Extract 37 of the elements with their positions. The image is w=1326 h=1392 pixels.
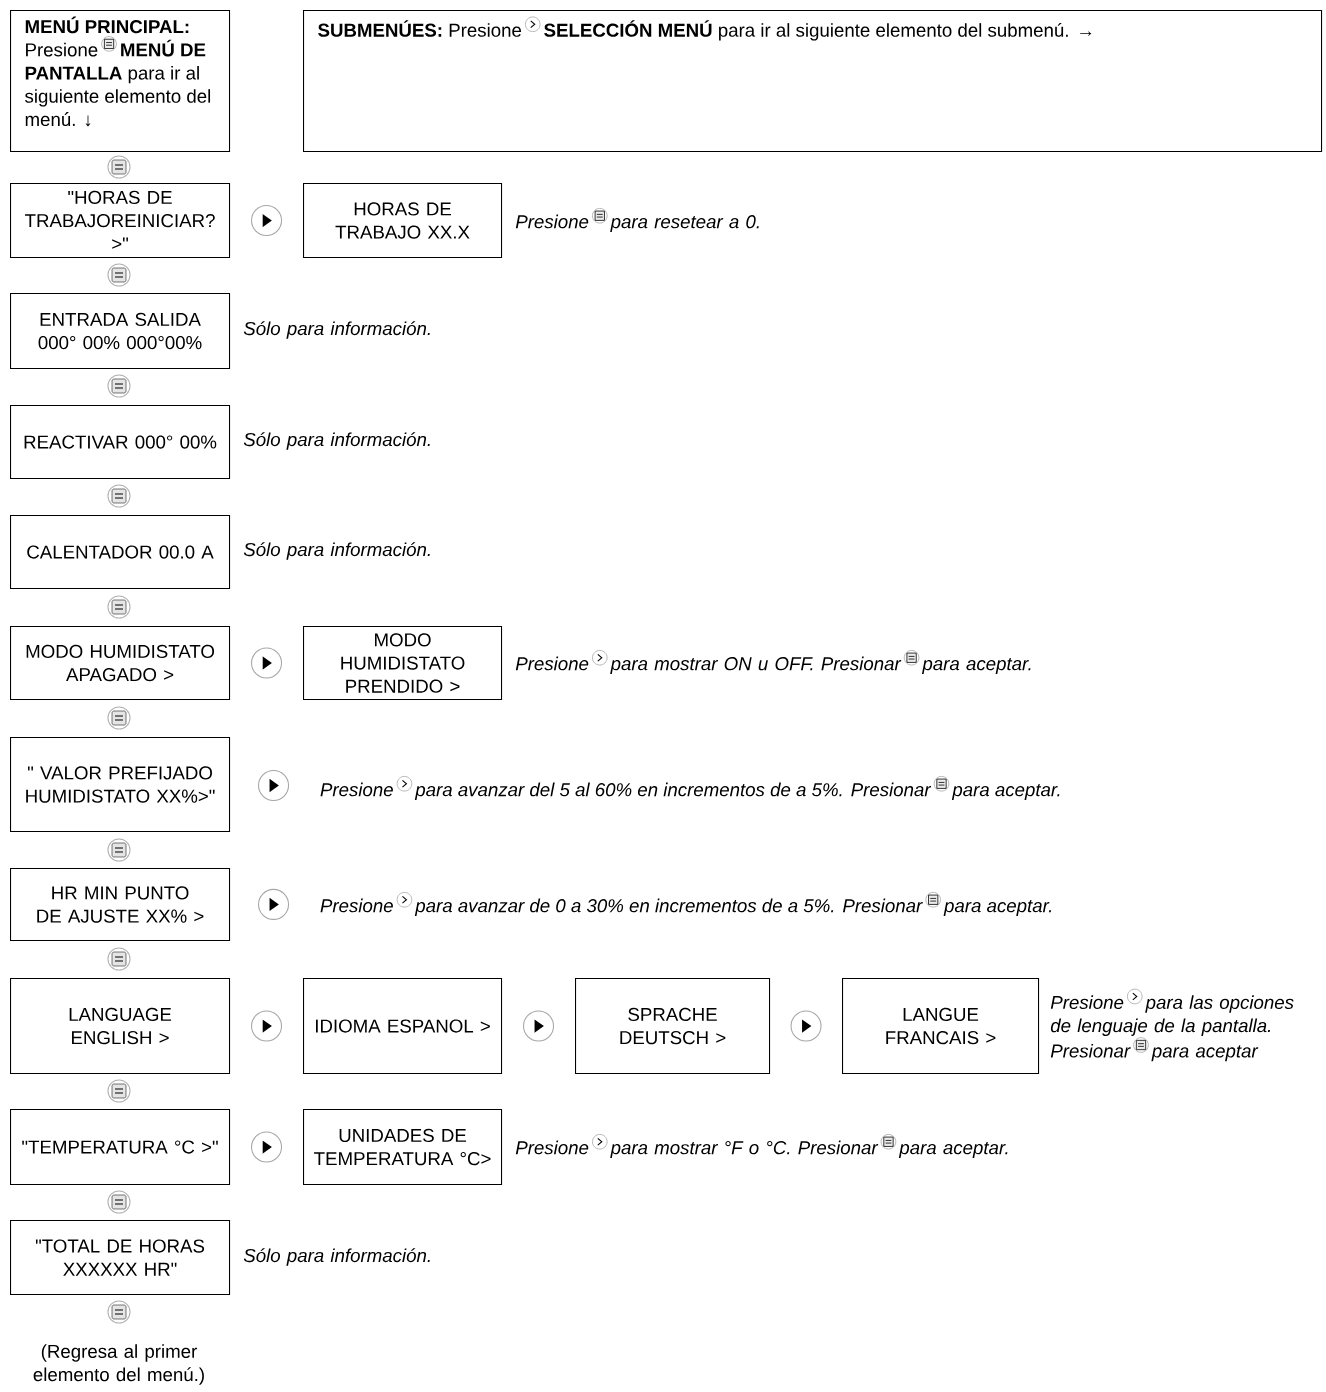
select-chevron [251, 1010, 283, 1042]
return-note: (Regresa al primer elemento del menú.) [33, 1344, 204, 1385]
instruction-text: Presione para avanzar del 5 al 60% en incrementos de a 5%. Presionar para aceptar. [320, 776, 1060, 800]
display-box: REACTIVAR 000° 00% [10, 405, 231, 480]
display-box: LANGUAGE ENGLISH > [10, 978, 231, 1075]
instruction-text: Presione para mostrar °F o °C. Presionar para aceptar. [515, 1134, 1008, 1158]
instruction-text: Presione para avanzar de 0 a 30% en incrementos de a 5%. Presionar para aceptar. [320, 892, 1052, 916]
display-box: IDIOMA ESPANOL > [303, 978, 503, 1075]
select-chevron [790, 1010, 822, 1042]
display-box: " VALOR PREFIJADO HUMIDISTATO XX%>" [10, 737, 231, 833]
menu-heading-box: SUBMENÚES: Presione SELECCIÓN MENÚ para ir al siguiente elemento del submenú. → [303, 10, 1323, 153]
menu-heading-box: MENÚ PRINCIPAL: Presione MENÚ DE PANTALLA para ir al siguiente elemento del menú. ↓ [10, 10, 231, 153]
display-box: MODO HUMIDISTATO PRENDIDO > [303, 626, 503, 701]
instruction-text: Sólo para información. [243, 542, 430, 560]
instruction-text: Presione para las opciones de lenguaje de la pantalla. Presionar para aceptar [1050, 988, 1294, 1062]
display-box: "TOTAL DE HORAS XXXXXX HR" [10, 1220, 231, 1296]
instruction-text: Presione para resetear a 0. [515, 208, 759, 232]
display-box: LANGUE FRANCAIS > [842, 978, 1040, 1075]
select-chevron [251, 647, 283, 679]
instruction-text: Sólo para información. [243, 1248, 430, 1266]
display-box: HORAS DE TRABAJO XX.X [303, 183, 503, 259]
display-box: UNIDADES DE TEMPERATURA °C> [303, 1109, 503, 1186]
display-box: "TEMPERATURA °C >" [10, 1109, 231, 1186]
select-chevron [258, 888, 290, 920]
select-chevron [251, 1131, 283, 1163]
select-chevron [258, 769, 290, 801]
display-box: MODO HUMIDISTATO APAGADO > [10, 626, 231, 701]
instruction-text: Presione para mostrar ON u OFF. Presionar para aceptar. [515, 650, 1031, 674]
instruction-text: Sólo para información. [243, 432, 430, 450]
display-box: CALENTADOR 00.0 A [10, 515, 231, 590]
display-box: SPRACHE DEUTSCH > [575, 978, 771, 1075]
display-box: ENTRADA SALIDA 000° 00% 000°00% [10, 293, 231, 370]
select-chevron [251, 205, 283, 237]
display-box: HR MIN PUNTO DE AJUSTE XX% > [10, 868, 231, 942]
select-chevron [523, 1010, 555, 1042]
display-box: "HORAS DE TRABAJOREINICIAR? >" [10, 183, 231, 259]
instruction-text: Sólo para información. [243, 321, 430, 339]
